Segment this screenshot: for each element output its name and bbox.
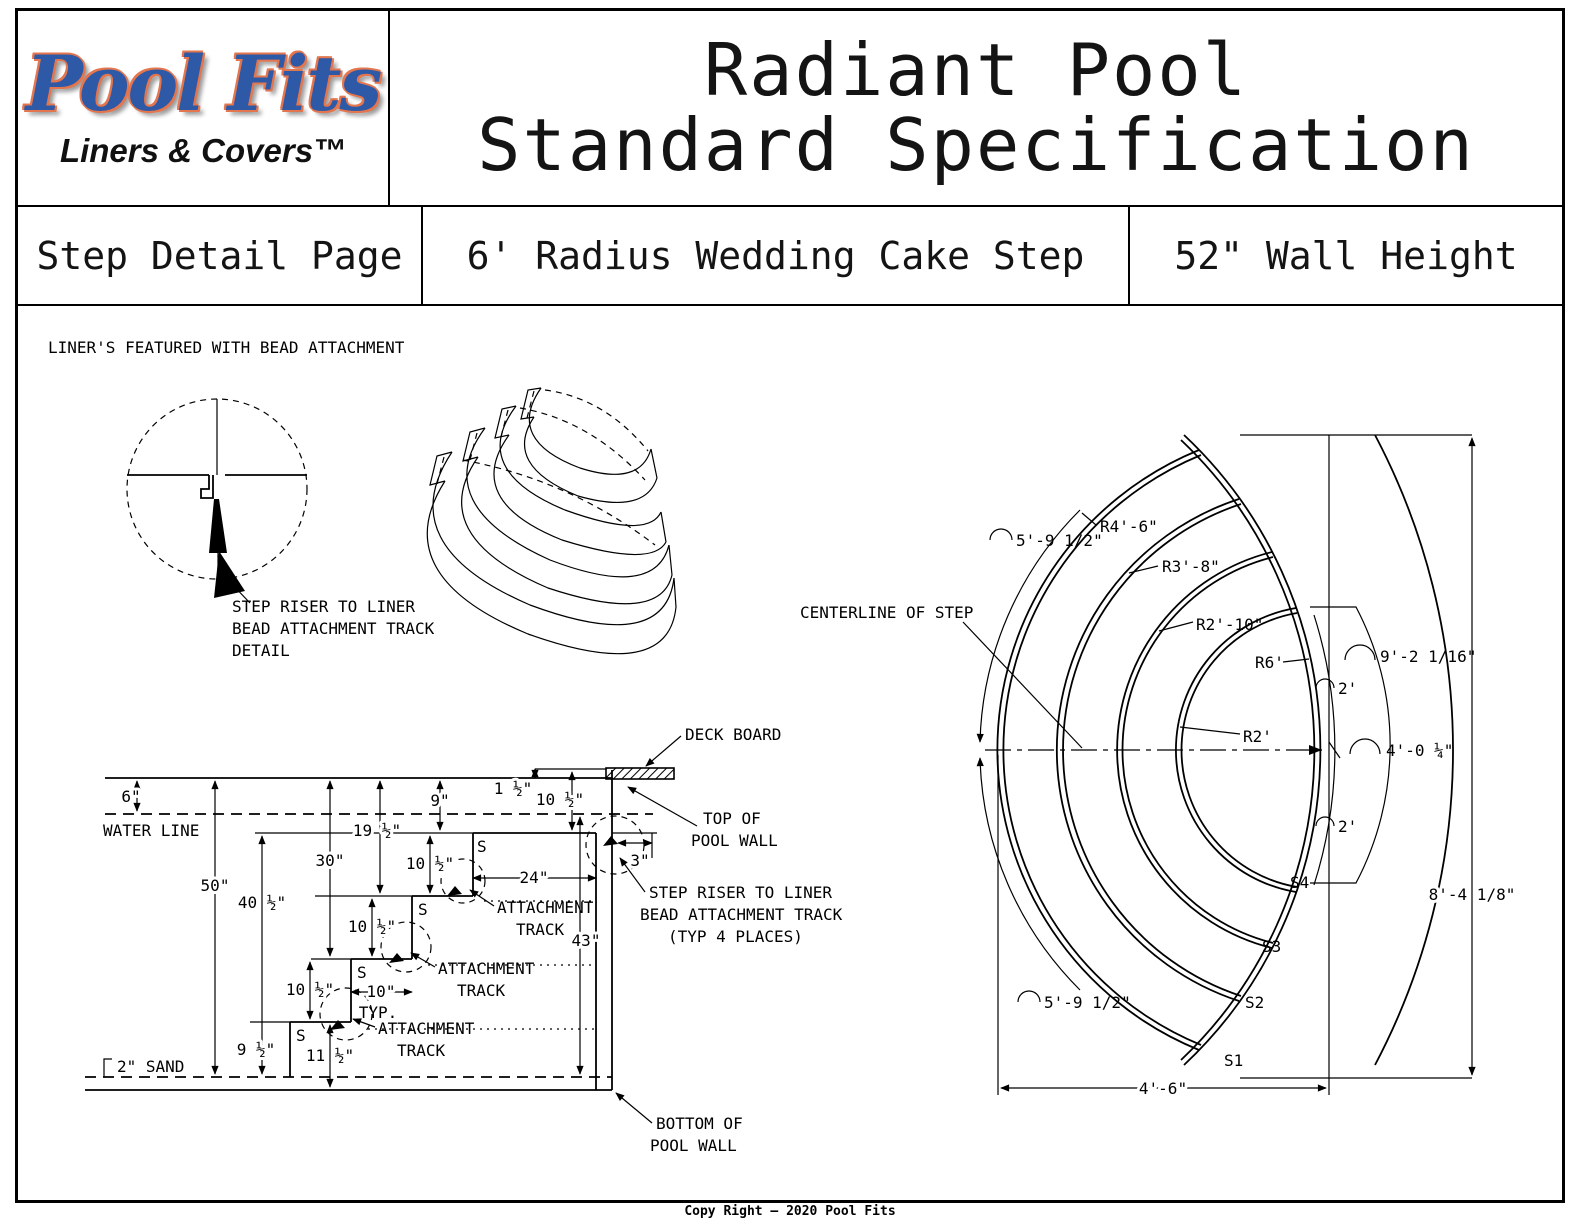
dim-4-6: 4'-6" bbox=[1139, 1079, 1187, 1098]
dim-1-half: 1 ½" bbox=[494, 779, 533, 798]
dim-10: 10" bbox=[367, 982, 396, 1001]
dim-9: 9" bbox=[430, 791, 449, 810]
attachment-track-label: ATTACHMENT bbox=[438, 959, 535, 978]
dim-43: 43" bbox=[572, 931, 601, 950]
svg-text:POOL WALL: POOL WALL bbox=[691, 831, 778, 850]
copyright: Copy Right — 2020 Pool Fits bbox=[684, 1204, 896, 1219]
arc-symbol bbox=[1344, 644, 1376, 661]
logo-cell: Pool Fits Liners & Covers™ bbox=[18, 11, 390, 205]
deck-board bbox=[605, 767, 675, 780]
section-view: 6" 50" 40 ½" 30" 19 ½" 9" 1 ½" 10 ½" 10 … bbox=[85, 725, 843, 1155]
plan-view: 5'-9 1/2" 5'-9 1/2" 2' 2' 9'-2 1/16" 4'-… bbox=[800, 434, 1518, 1101]
arc-symbol bbox=[1315, 678, 1335, 689]
track-profile bbox=[200, 475, 214, 499]
title-block: Pool Fits Liners & Covers™ Radiant Pool … bbox=[18, 11, 1562, 207]
dim-typ: TYP. bbox=[359, 1003, 398, 1022]
dim-8-4: 8'-4 1/8" bbox=[1429, 885, 1516, 904]
radius-r3-8: R3'-8" bbox=[1162, 557, 1220, 576]
arc-dim-9-2: 9'-2 1/16" bbox=[1380, 647, 1476, 666]
dim-10-half: 10 ½" bbox=[536, 790, 584, 809]
dim-50: 50" bbox=[201, 876, 230, 895]
arc-symbol bbox=[989, 528, 1013, 541]
svg-text:DETAIL: DETAIL bbox=[232, 641, 290, 660]
centerline-label: CENTERLINE OF STEP bbox=[800, 603, 973, 622]
top-of-wall-label: TOP OF bbox=[703, 809, 761, 828]
page-title-line2: Standard Specification bbox=[477, 103, 1475, 187]
page-border: Pool Fits Liners & Covers™ Radiant Pool … bbox=[15, 8, 1565, 1203]
svg-text:TRACK: TRACK bbox=[516, 920, 565, 939]
dim-24: 24" bbox=[520, 868, 549, 887]
subtitle-block: Step Detail Page 6' Radius Wedding Cake … bbox=[18, 207, 1562, 306]
water-line-label: WATER LINE bbox=[103, 821, 199, 840]
radius-r6: R6' bbox=[1255, 653, 1284, 672]
step-mark: S bbox=[418, 900, 428, 919]
step-s4: S4 bbox=[1290, 873, 1309, 892]
arc-symbol bbox=[1017, 990, 1041, 1003]
svg-text:TRACK: TRACK bbox=[397, 1041, 446, 1060]
step-mark: S bbox=[357, 963, 367, 982]
dim-40-half: 40 ½" bbox=[238, 893, 286, 912]
dim-6: 6" bbox=[121, 787, 140, 806]
detail-arrowhead bbox=[214, 551, 245, 598]
svg-text:BEAD ATTACHMENT TRACK: BEAD ATTACHMENT TRACK bbox=[640, 905, 843, 924]
svg-text:POOL WALL: POOL WALL bbox=[650, 1136, 737, 1155]
dim-9-half: 9 ½" bbox=[237, 1040, 276, 1059]
dim-10-half: 10 ½" bbox=[286, 980, 334, 999]
deck-board-label: DECK BOARD bbox=[685, 725, 781, 744]
arc-dim-2ft: 2' bbox=[1338, 817, 1357, 836]
step-mark: S bbox=[477, 837, 487, 856]
attachment-circle bbox=[319, 987, 373, 1041]
attachment-track-label: ATTACHMENT bbox=[378, 1019, 475, 1038]
drawing-area: LINER'S FEATURED WITH BEAD ATTACHMENT ST… bbox=[48, 338, 1518, 1155]
svg-text:(TYP 4 PLACES): (TYP 4 PLACES) bbox=[668, 927, 803, 946]
title-cell: Radiant Pool Standard Specification bbox=[390, 11, 1562, 205]
page-label-cell: Step Detail Page bbox=[18, 207, 423, 304]
pool-fits-logo: Pool Fits bbox=[25, 39, 383, 128]
arc-dim-2ft: 2' bbox=[1338, 679, 1357, 698]
bead-track-detail: STEP RISER TO LINER BEAD ATTACHMENT TRAC… bbox=[126, 398, 435, 660]
step-mark: S bbox=[296, 1026, 306, 1045]
radius-r2: R2' bbox=[1243, 727, 1272, 746]
riser-note: STEP RISER TO LINER bbox=[649, 883, 832, 902]
detail-label: STEP RISER TO LINER bbox=[232, 597, 415, 616]
arc-symbol bbox=[1315, 816, 1335, 827]
isometric-steps bbox=[426, 387, 677, 655]
wall-height-cell: 52" Wall Height bbox=[1174, 233, 1518, 278]
page-title-line1: Radiant Pool bbox=[703, 28, 1249, 113]
attachment-track-label: ATTACHMENT bbox=[497, 898, 594, 917]
sand-label: 2" SAND bbox=[117, 1057, 184, 1076]
logo-tagline: Liners & Covers™ bbox=[59, 132, 347, 169]
attachment-circle bbox=[380, 921, 432, 973]
dim-10-half: 10 ½" bbox=[406, 854, 454, 873]
arc-symbol bbox=[1349, 738, 1381, 755]
dim-11-half: 11 ½" bbox=[306, 1046, 354, 1065]
radius-r2-10: R2'-10" bbox=[1196, 615, 1263, 634]
dim-19-half: 19 ½" bbox=[353, 821, 401, 840]
arc-dim-5-9: 5'-9 1/2" bbox=[1044, 993, 1131, 1012]
liners-note: LINER'S FEATURED WITH BEAD ATTACHMENT bbox=[48, 338, 405, 357]
svg-text:TRACK: TRACK bbox=[457, 981, 506, 1000]
arc-dim-5-9: 5'-9 1/2" bbox=[1016, 531, 1103, 550]
svg-text:BEAD ATTACHMENT TRACK: BEAD ATTACHMENT TRACK bbox=[232, 619, 435, 638]
dim-10-half: 10 ½" bbox=[348, 917, 396, 936]
step-s1: S1 bbox=[1224, 1051, 1243, 1070]
dim-3: 3" bbox=[630, 851, 649, 870]
bottom-of-wall-label: BOTTOM OF bbox=[656, 1114, 743, 1133]
step-s3: S3 bbox=[1262, 937, 1281, 956]
product-label-cell: 6' Radius Wedding Cake Step bbox=[423, 207, 1130, 304]
liner-bead bbox=[209, 499, 227, 553]
dim-30: 30" bbox=[316, 851, 345, 870]
arc-dim-4-0: 4'-0 ¼" bbox=[1386, 741, 1453, 760]
radius-r4-6: R4'-6" bbox=[1100, 517, 1158, 536]
step-s2: S2 bbox=[1245, 993, 1264, 1012]
